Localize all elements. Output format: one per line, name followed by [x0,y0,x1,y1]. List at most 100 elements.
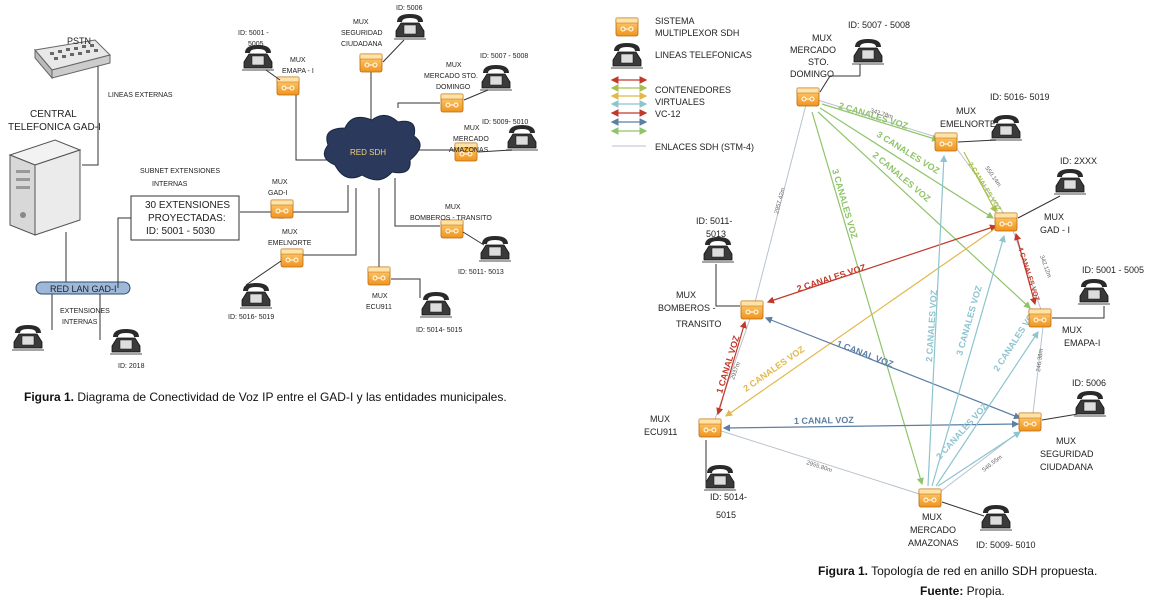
svg-text:5005: 5005 [248,41,264,48]
lineas-externas-label: LINEAS EXTERNAS [108,92,173,99]
svg-text:ID: 5014-: ID: 5014- [710,492,747,502]
svg-text:3 CANALES VOZ: 3 CANALES VOZ [830,168,860,240]
phone-icon-emelnorte [989,114,1023,141]
svg-text:MUX: MUX [445,204,461,211]
mux-bomberos-left [440,219,464,239]
svg-text:MUX: MUX [290,57,306,64]
svg-text:ENLACES SDH (STM-4): ENLACES SDH (STM-4) [655,142,754,152]
svg-text:SISTEMA: SISTEMA [655,16,695,26]
svg-text:MERCADO STO.: MERCADO STO. [424,73,478,80]
legend-arrows [610,76,648,147]
central-label-1: CENTRAL [30,109,77,120]
mux-seguridad [1018,412,1042,432]
svg-text:CIUDADANA: CIUDADANA [341,41,383,48]
svg-text:DOMINGO: DOMINGO [436,84,471,91]
subnet-label-2: INTERNAS [152,181,188,188]
svg-text:ID: 5016- 5019: ID: 5016- 5019 [228,314,274,321]
mux-gad [994,212,1018,232]
svg-text:ID: 5009- 5010: ID: 5009- 5010 [482,119,528,126]
svg-text:MUX: MUX [676,290,696,300]
svg-text:5015: 5015 [716,510,736,520]
phone-icon-seguridad [1073,390,1107,417]
svg-text:MUX: MUX [812,33,832,43]
phone-icon-emelnorte-left [239,282,273,309]
fuente-caption: Fuente: Propia. [920,584,1005,598]
svg-text:CIUDADANA: CIUDADANA [1040,462,1093,472]
mux-amazonas [918,488,942,508]
svg-text:ID: 5011-: ID: 5011- [696,216,732,226]
svg-text:MUX: MUX [272,179,288,186]
central-server-icon [8,139,82,236]
phone-icon-seguridad-left [393,13,427,40]
subnet-label-1: SUBNET EXTENSIONES [140,168,220,175]
svg-text:ID: 5007 - 5008: ID: 5007 - 5008 [848,20,910,30]
box-line-1: 30 EXTENSIONES [145,200,230,211]
svg-text:BOMBEROS - TRANSITO: BOMBEROS - TRANSITO [410,215,492,222]
right-caption: Figura 1. Topología de red en anillo SDH… [818,564,1098,578]
svg-text:MERCADO: MERCADO [910,525,956,535]
svg-text:SEGURIDAD: SEGURIDAD [341,30,383,37]
box-line-2: PROYECTADAS: [148,213,226,224]
svg-text:AMAZONAS: AMAZONAS [449,147,489,154]
phone-icon-ecu911-left [419,291,453,318]
phone-icon-lan-2 [109,328,143,355]
svg-text:ID: 5014- 5015: ID: 5014- 5015 [416,327,462,334]
svg-text:VIRTUALES: VIRTUALES [655,97,705,107]
svg-text:MUX: MUX [353,19,369,26]
svg-text:2 CANALES VOZ: 2 CANALES VOZ [796,262,868,294]
svg-text:STO.: STO. [808,57,829,67]
svg-text:MUX: MUX [956,106,976,116]
svg-text:MUX: MUX [446,62,462,69]
ext-internas-label-1: EXTENSIONES [60,308,110,315]
svg-text:MUX: MUX [282,229,298,236]
svg-text:MERCADO: MERCADO [453,136,489,143]
svg-text:342.12m: 342.12m [1038,255,1052,279]
left-diagram: PSTN CENTRAL TELEFONICA GAD-I LINEAS EXT… [8,5,539,370]
red-sdh-label: RED SDH [350,148,386,157]
svg-text:MUX: MUX [922,512,942,522]
svg-text:246.38m: 246.38m [1036,348,1045,372]
mux-emelnorte-left [280,248,304,268]
pstn-label: PSTN [67,36,91,46]
legend-mux-icon [615,17,639,37]
mux-ecu911 [698,418,722,438]
svg-text:TRANSITO: TRANSITO [676,319,721,329]
extensiones-box [130,195,240,241]
mux-emapa [1028,308,1052,328]
svg-text:EMELNORTE: EMELNORTE [940,119,996,129]
svg-text:MUX: MUX [1044,212,1064,222]
svg-text:MUX: MUX [1056,436,1076,446]
svg-text:ID: 5007 - 5008: ID: 5007 - 5008 [480,53,528,60]
phone-icon-gad [1053,168,1087,195]
svg-text:GAD-I: GAD-I [268,190,288,197]
phone-icon-amazonas [979,504,1013,531]
phone-icon-mercado-sd [851,38,885,65]
svg-text:SEGURIDAD: SEGURIDAD [1040,449,1094,459]
svg-text:ID: 5009- 5010: ID: 5009- 5010 [976,540,1036,550]
svg-text:2 CANALES VOZ: 2 CANALES VOZ [741,344,806,394]
svg-text:DOMINGO: DOMINGO [790,69,834,79]
svg-text:2 CANALES VOZ: 2 CANALES VOZ [934,401,990,462]
mux-mercado-sd [796,87,820,107]
svg-text:MULTIPLEXOR SDH: MULTIPLEXOR SDH [655,28,739,38]
red-sdh-cloud [323,115,421,181]
id-2018-label: ID: 2018 [118,363,145,370]
pstn-switch-icon [34,39,111,80]
svg-text:CONTENEDORES: CONTENEDORES [655,85,731,95]
phone-icon-emapa-left [241,44,275,71]
central-label-2: TELEFONICA GAD-I [8,122,101,133]
phone-icon-bomberos [701,236,735,263]
svg-text:MUX: MUX [464,125,480,132]
svg-text:MERCADO: MERCADO [790,45,836,55]
phone-icon-lan-1 [11,324,45,351]
right-diagram: SISTEMA MULTIPLEXOR SDH LINEAS TELEFONIC… [610,16,1144,550]
mux-ecu911-left [367,266,391,286]
svg-text:ID: 5016- 5019: ID: 5016- 5019 [990,92,1050,102]
svg-text:AMAZONAS: AMAZONAS [908,538,959,548]
svg-text:ID: 5006: ID: 5006 [396,5,423,12]
svg-text:VC-12: VC-12 [655,109,681,119]
svg-text:ID: 2XXX: ID: 2XXX [1060,156,1097,166]
svg-text:BOMBEROS -: BOMBEROS - [658,303,716,313]
svg-text:ID: 5001 - 5005: ID: 5001 - 5005 [1082,265,1144,275]
